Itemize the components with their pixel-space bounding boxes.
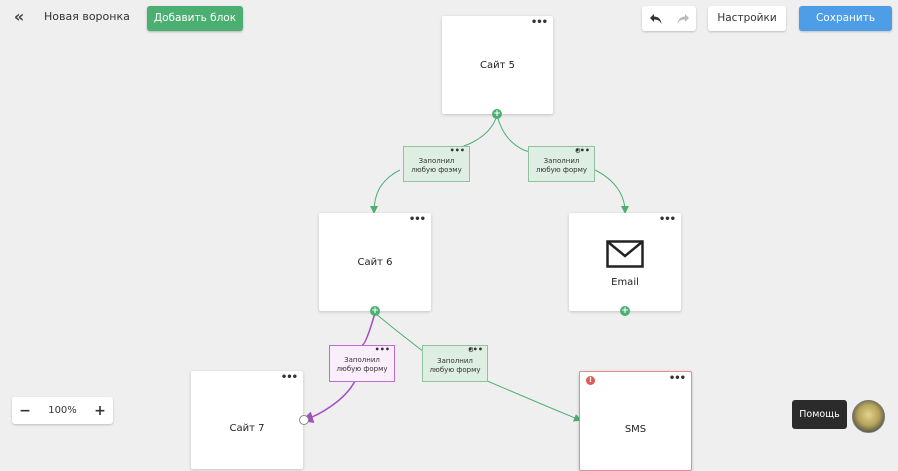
block-label: Email xyxy=(611,277,639,288)
block-menu-button[interactable]: ••• xyxy=(668,373,686,384)
connector-line xyxy=(301,380,356,424)
connector-line xyxy=(370,169,401,214)
save-button[interactable]: Сохранить xyxy=(799,6,892,31)
redo-button[interactable] xyxy=(669,6,696,31)
block-sms[interactable]: ! ••• SMS xyxy=(579,371,692,471)
add-connection-button[interactable]: + xyxy=(370,306,380,316)
condition-menu-button[interactable]: ••• xyxy=(574,146,590,155)
connector-line xyxy=(594,169,629,214)
add-connection-button[interactable]: + xyxy=(620,306,630,316)
settings-button[interactable]: Настройки xyxy=(708,6,786,31)
zoom-in-button[interactable]: + xyxy=(94,402,106,419)
block-site-5[interactable]: ••• Сайт 5 xyxy=(442,16,553,114)
block-label: SMS xyxy=(624,423,647,435)
error-icon: ! xyxy=(586,376,595,385)
zoom-control: − 100% + xyxy=(12,397,113,424)
condition-line-2: любую фоэму xyxy=(411,166,462,174)
block-site-6[interactable]: ••• Сайт 6 xyxy=(319,213,431,311)
undo-icon xyxy=(649,13,661,24)
condition-line-2: любую форму xyxy=(336,365,388,373)
condition-line-1: Заполнил xyxy=(437,356,473,365)
connector-line xyxy=(361,312,376,346)
zoom-level: 100% xyxy=(48,405,77,416)
condition-line-2: любую форму xyxy=(429,365,481,374)
block-menu-button[interactable]: ••• xyxy=(658,214,676,225)
connector-line xyxy=(496,114,531,153)
block-email[interactable]: ••• Email xyxy=(569,213,681,311)
condition-line-1: Заполнил xyxy=(418,157,455,165)
condition-block[interactable]: ⚙ ••• Заполнил любую форму xyxy=(528,146,595,182)
back-button[interactable]: « xyxy=(10,8,28,26)
block-label: Сайт 5 xyxy=(480,59,515,71)
redo-icon xyxy=(677,13,689,24)
double-chevron-left-icon: « xyxy=(13,7,25,26)
help-button[interactable]: Помощь xyxy=(792,400,847,429)
block-label: Сайт 7 xyxy=(229,422,265,434)
block-menu-button[interactable]: ••• xyxy=(280,372,298,383)
condition-menu-button[interactable]: ••• xyxy=(374,345,390,354)
block-label: Сайт 6 xyxy=(357,256,393,268)
condition-block[interactable]: ••• Заполнил любую форму xyxy=(329,345,395,382)
add-connection-button[interactable]: + xyxy=(492,109,502,119)
add-block-button[interactable]: Добавить блок xyxy=(147,6,243,31)
condition-line-1: Заполнил xyxy=(344,356,380,364)
gear-icon[interactable]: ⚙ xyxy=(574,147,581,155)
condition-line-1: Заполнил xyxy=(543,157,580,165)
undo-button[interactable] xyxy=(642,6,669,31)
connector-line xyxy=(477,376,582,422)
block-menu-button[interactable]: ••• xyxy=(530,17,548,28)
gear-icon[interactable]: ⚙ xyxy=(467,346,474,354)
block-menu-button[interactable]: ••• xyxy=(408,214,426,225)
condition-menu-button[interactable]: ••• xyxy=(449,146,465,155)
condition-block[interactable]: ⚙ ••• Заполнил любую форму xyxy=(422,345,488,382)
condition-block[interactable]: ••• Заполнил любую фоэму xyxy=(403,146,470,182)
connection-endpoint[interactable] xyxy=(299,415,309,425)
condition-line-2: любую форму xyxy=(535,166,588,174)
zoom-out-button[interactable]: − xyxy=(19,402,31,419)
block-site-7[interactable]: ••• Сайт 7 xyxy=(191,371,303,469)
condition-menu-button[interactable]: ••• xyxy=(467,345,483,354)
avatar[interactable] xyxy=(852,400,885,433)
funnel-name: Новая воронка xyxy=(44,10,130,23)
undo-redo-group xyxy=(642,6,696,31)
connector-line xyxy=(374,312,425,353)
envelope-icon xyxy=(606,240,644,268)
